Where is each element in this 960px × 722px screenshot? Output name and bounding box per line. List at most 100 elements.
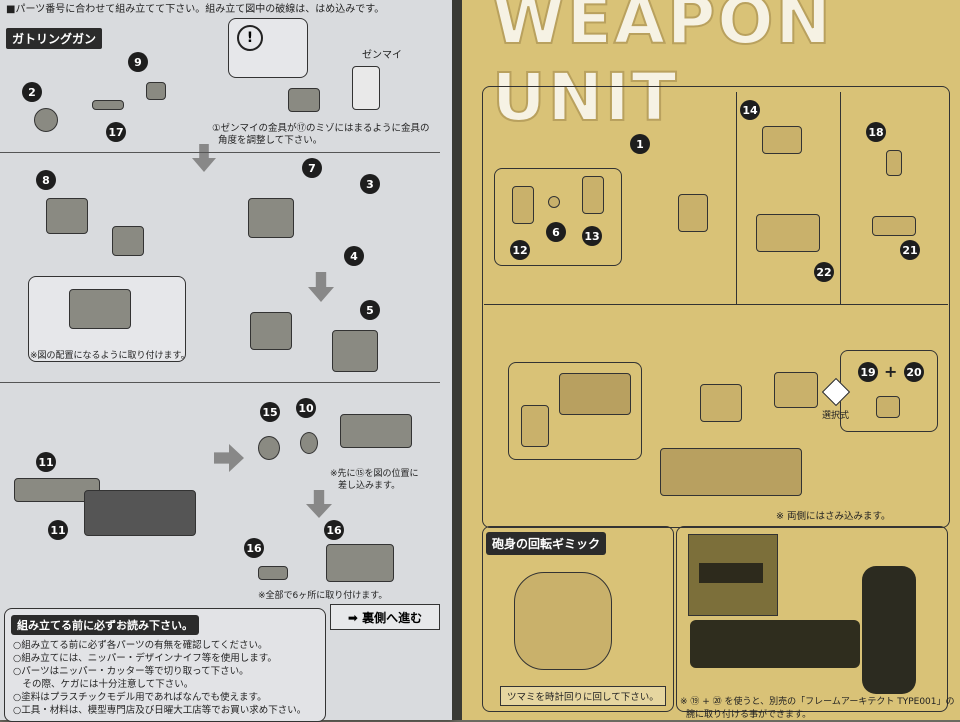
gear-part-drawing xyxy=(112,226,144,256)
part-number-17: 17 xyxy=(106,122,126,142)
part-number-19: 19 xyxy=(858,362,878,382)
read-before-assembly-box: 組み立てる前に必ずお読み下さい。 ○組み立てる前に必ず各パーツの有無を確認してく… xyxy=(4,608,326,722)
down-arrow-icon xyxy=(308,272,334,302)
divider xyxy=(840,92,841,304)
part-number-5: 5 xyxy=(360,300,380,320)
divider xyxy=(484,304,948,305)
inset-photo xyxy=(688,534,778,616)
gear-drawing xyxy=(288,88,320,112)
note-spring: ①ゼンマイの金具が⑰のミゾにはまるように金具の xyxy=(212,123,430,134)
part-9-drawing xyxy=(146,82,166,100)
part-2-drawing xyxy=(34,108,58,132)
notes-line: ○塗料はプラスチックモデル用であればなんでも使えます。 xyxy=(13,692,267,703)
gun-body-drawing xyxy=(559,373,631,415)
assembled-gear-drawing xyxy=(69,289,131,329)
optional-part-drawing xyxy=(876,396,900,418)
part-number-18: 18 xyxy=(866,122,886,142)
page-title: WEAPON UNIT xyxy=(491,0,833,137)
part-number-16: 16 xyxy=(244,538,264,558)
part-number-2: 2 xyxy=(22,82,42,102)
part-number-20: 20 xyxy=(904,362,924,382)
part-8-drawing xyxy=(46,198,88,234)
notes-line: ○パーツはニッパー・カッター等で切り取って下さい。 xyxy=(13,666,249,677)
down-arrow-icon xyxy=(192,144,216,172)
weapon-unit-frame xyxy=(482,86,950,528)
part-number-1: 1 xyxy=(630,134,650,154)
bottom-note-2: 腕に取り付ける事ができます。 xyxy=(686,710,812,720)
note-all: ※全部で6ヶ所に取り付けます。 xyxy=(258,591,388,601)
part-number-4: 4 xyxy=(344,246,364,266)
handle-detail-box xyxy=(494,168,622,266)
part-13-drawing xyxy=(582,176,604,214)
part-22-drawing xyxy=(756,214,820,252)
part-number-11: 11 xyxy=(36,452,56,472)
notes-line: その際、ケガには十分注意して下さい。 xyxy=(13,679,194,690)
note-spring-2: 角度を調整して下さい。 xyxy=(218,135,323,146)
part-6-drawing xyxy=(548,196,560,208)
part-15-drawing xyxy=(258,436,280,460)
part-number-10: 10 xyxy=(296,398,316,418)
part-12-drawing xyxy=(512,186,534,224)
gear-drawing-2 xyxy=(250,312,292,350)
part-number-12: 12 xyxy=(510,240,530,260)
gimmick-header: 砲身の回転ギミック xyxy=(486,532,607,555)
gimmick-note: ツマミを時計回りに回して下さい。 xyxy=(500,686,666,706)
note-insert-2: 差し込みます。 xyxy=(338,481,401,491)
robot-arm-photo xyxy=(862,566,916,694)
note-clip: ※ 両側にはさみ込みます。 xyxy=(776,511,891,522)
intro-text: ■パーツ番号に合わせて組み立てて下さい。組み立て図中の破線は、はめ込みです。 xyxy=(6,4,385,15)
mount-part-drawing xyxy=(700,384,742,422)
part-number-16-b: 16 xyxy=(324,520,344,540)
handle-part-drawing xyxy=(678,194,708,232)
gun-silhouette xyxy=(699,563,763,583)
part-number-21: 21 xyxy=(900,240,920,260)
barrel-head-drawing xyxy=(340,414,412,448)
right-arrow-icon xyxy=(214,444,244,472)
gatling-photo xyxy=(690,620,860,668)
plus-sign: + xyxy=(884,362,898,381)
grip-detail-box xyxy=(508,362,642,460)
part-number-7: 7 xyxy=(302,158,322,178)
gimmick-frame xyxy=(482,526,674,712)
notes-line: ○組み立てる前に必ず各パーツの有無を確認してください。 xyxy=(13,640,268,651)
instruction-sheet-left: ■パーツ番号に合わせて組み立てて下さい。組み立て図中の破線は、はめ込みです。 ガ… xyxy=(0,0,452,722)
barrel-assembly-drawing xyxy=(84,490,196,536)
section-title: ガトリングガン xyxy=(6,28,103,49)
note-placement: ※図の配置になるように取り付けます。 xyxy=(30,351,190,361)
gatling-gun-drawing xyxy=(660,448,802,496)
photo-frame xyxy=(676,526,948,712)
spring-label: ゼンマイ xyxy=(362,50,402,61)
part-number-13: 13 xyxy=(582,226,602,246)
note-insert: ※先に⑮を図の位置に xyxy=(330,469,419,479)
warning-icon: ! xyxy=(237,25,263,51)
notes-header: 組み立てる前に必ずお読み下さい。 xyxy=(11,615,199,635)
divider xyxy=(0,382,440,383)
grip-drawing xyxy=(521,405,549,447)
divider xyxy=(0,152,440,153)
part-14-drawing xyxy=(762,126,802,154)
part-16-drawing xyxy=(258,566,288,580)
notes-line: ○工具・材料は、模型専門店及び日曜大工店等でお買い求め下さい。 xyxy=(13,705,307,716)
part-number-22: 22 xyxy=(814,262,834,282)
barrel-tip-drawing xyxy=(326,544,394,582)
divider xyxy=(736,92,737,304)
bottom-note: ※ ⑲ + ⑳ を使うと、別売の「フレームアーキテクト TYPE001」の xyxy=(680,697,955,707)
selectable-label: 選択式 xyxy=(822,411,850,421)
part-number-14: 14 xyxy=(740,100,760,120)
part-number-8: 8 xyxy=(36,170,56,190)
part-18-drawing xyxy=(886,150,902,176)
part-number-9: 9 xyxy=(128,52,148,72)
sheet-gap xyxy=(452,0,462,720)
part-number-6: 6 xyxy=(546,222,566,242)
mount-part-drawing-2 xyxy=(774,372,818,408)
down-arrow-icon xyxy=(306,490,332,518)
part-number-15: 15 xyxy=(260,402,280,422)
placement-detail-box xyxy=(28,276,186,362)
part-21-drawing xyxy=(872,216,916,236)
part-17-drawing xyxy=(92,100,124,110)
gear-assembly-drawing xyxy=(248,198,294,238)
gun-cylinder-drawing xyxy=(514,572,612,670)
spring-part-drawing xyxy=(352,66,380,110)
spring-detail-box: ! xyxy=(228,18,308,78)
next-page-button[interactable]: ➡ 裏側へ進む xyxy=(330,604,440,630)
